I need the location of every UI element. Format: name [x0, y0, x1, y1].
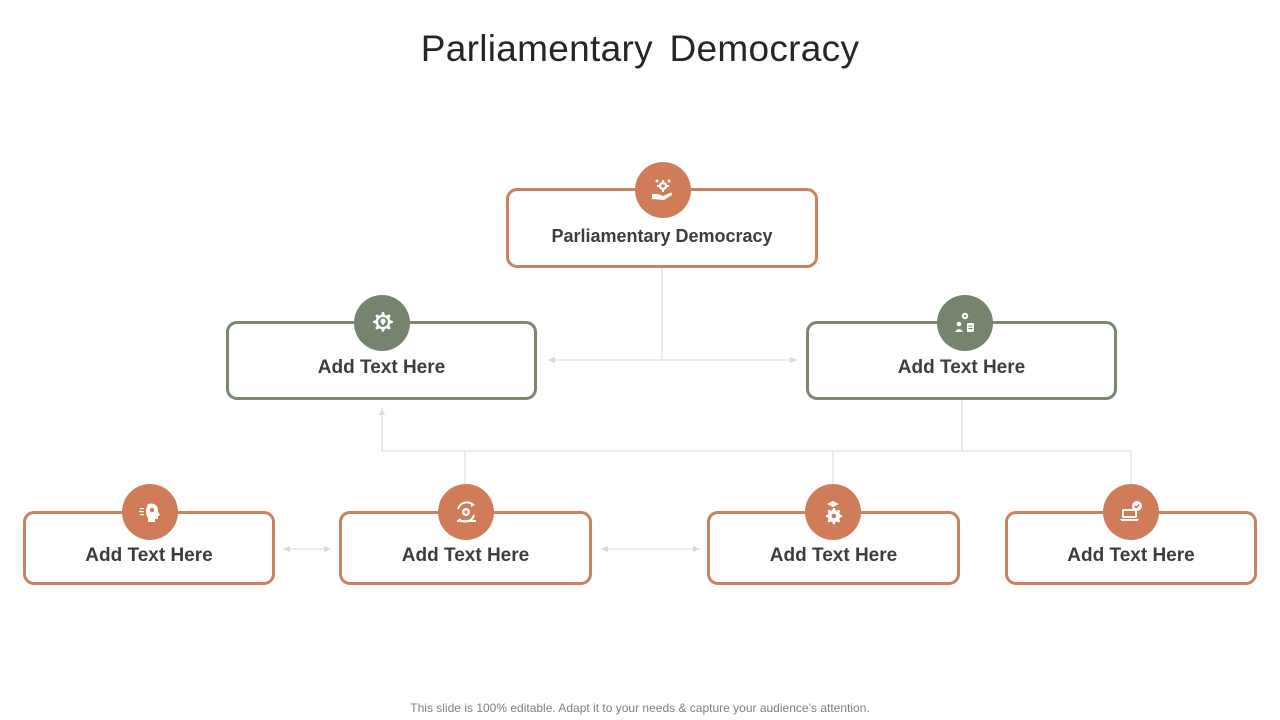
node-mid-left-label: Add Text Here	[317, 357, 446, 378]
person-gear-clipboard-icon	[937, 295, 993, 351]
node-bottom-1-label: Add Text Here	[85, 545, 213, 566]
node-mid-right-label: Add Text Here	[897, 357, 1026, 378]
node-root-label: Parliamentary Democracy	[551, 226, 773, 246]
hand-gears-icon	[635, 162, 691, 218]
cycle-arrows-gear-icon	[438, 484, 494, 540]
slide-footer-note: This slide is 100% editable. Adapt it to…	[410, 701, 870, 715]
node-bottom-2-label: Add Text Here	[401, 545, 530, 566]
node-bottom-3-label: Add Text Here	[769, 545, 898, 566]
gear-lightbulb-icon	[354, 295, 410, 351]
node-bottom-4-label: Add Text Here	[1067, 545, 1195, 566]
gear-graduation-cap-icon	[805, 484, 861, 540]
head-speaking-icon	[122, 484, 178, 540]
laptop-check-icon	[1103, 484, 1159, 540]
slide-title: Parliamentary Democracy	[420, 28, 860, 69]
